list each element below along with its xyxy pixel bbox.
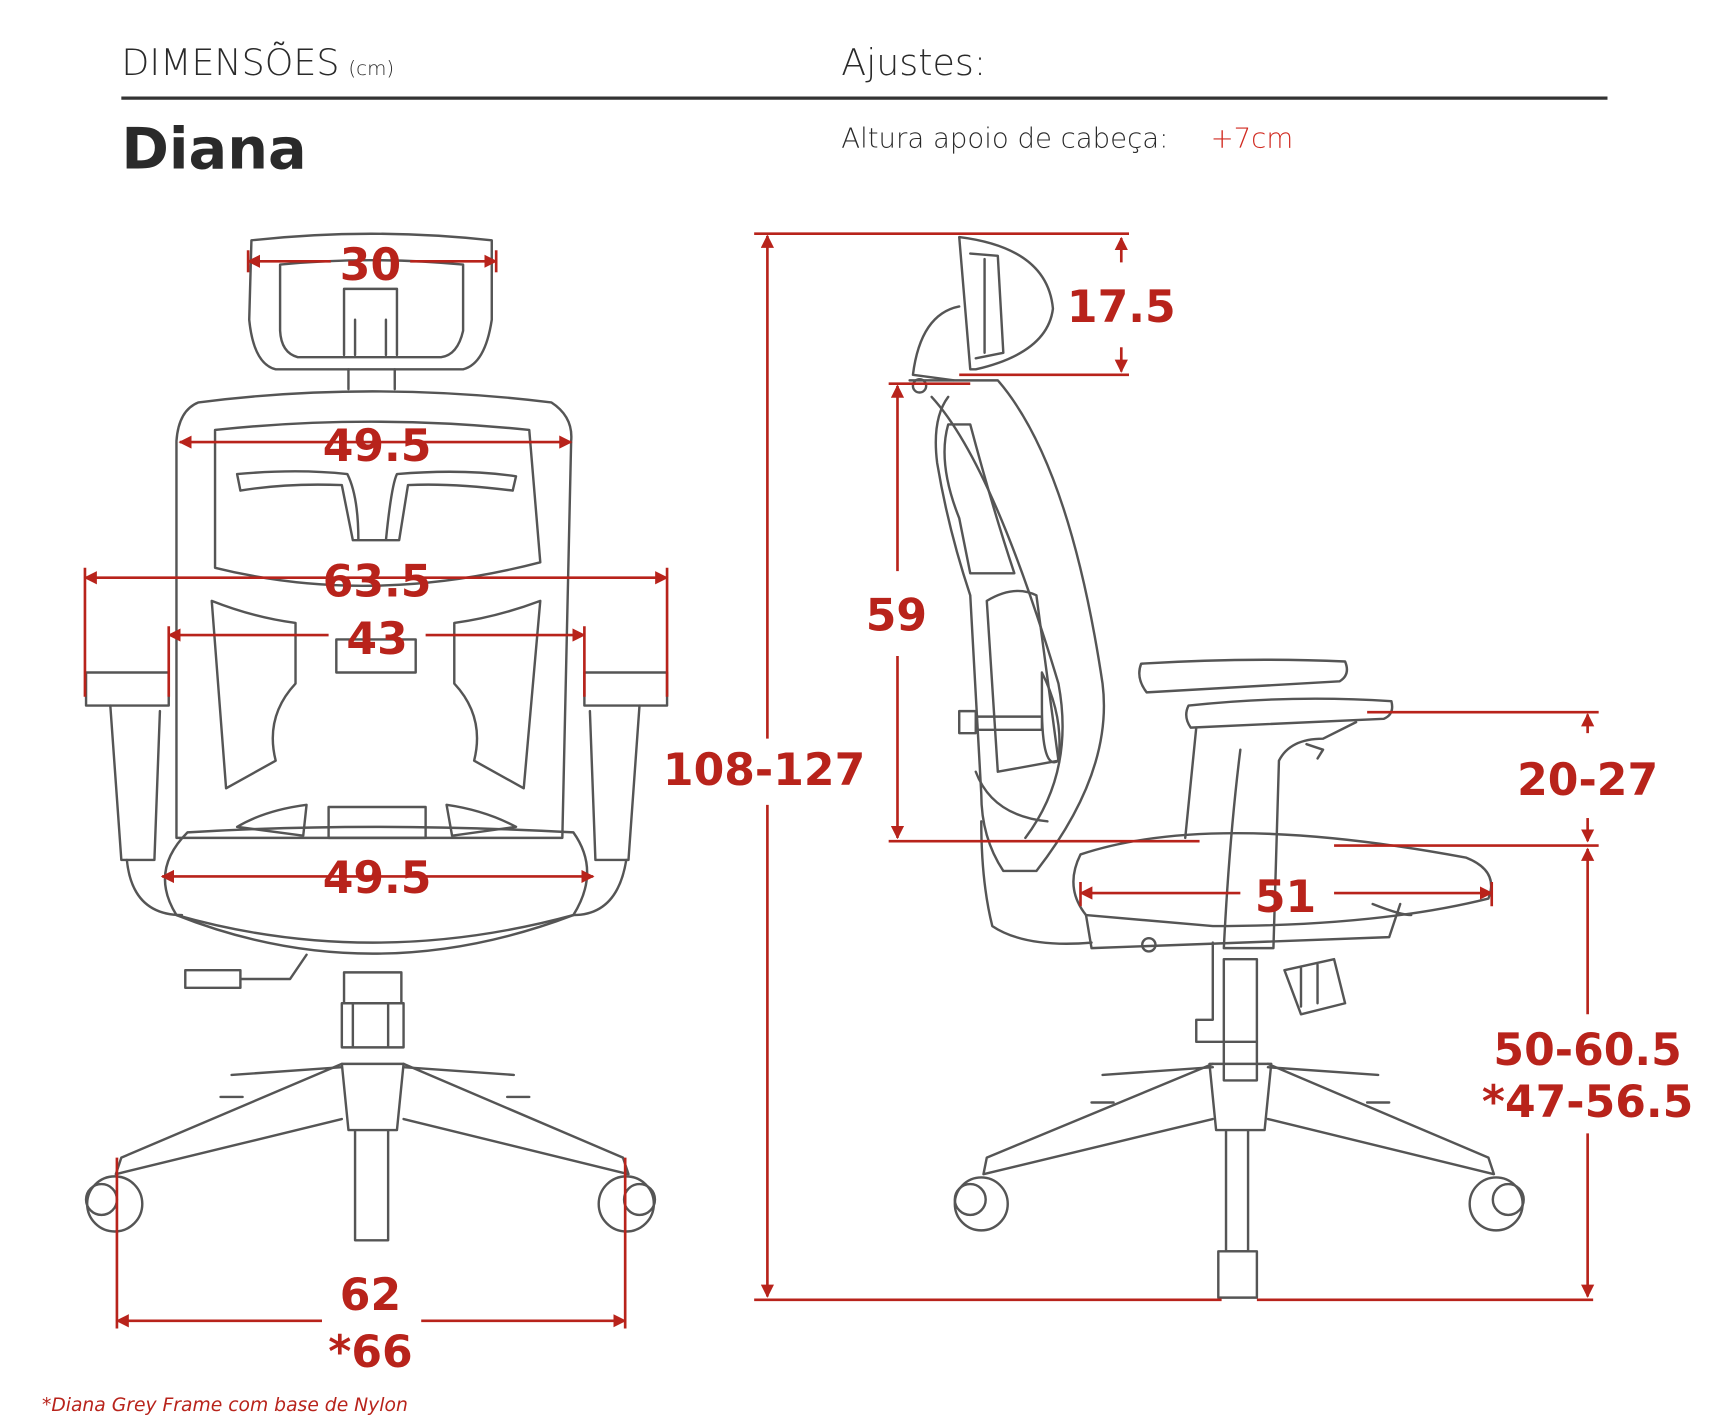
dimensions-label: DIMENSÕES xyxy=(121,41,339,84)
dim-backrest-height: 59 xyxy=(866,591,927,642)
adjustments-label: Ajustes: xyxy=(841,41,986,84)
front-dimensions: 30 49.5 63.5 43 49.5 62 *66 xyxy=(83,240,669,1378)
dim-seat-width: 49.5 xyxy=(323,853,432,904)
dim-seat-depth: 51 xyxy=(1255,872,1316,923)
dim-base-width: 62 xyxy=(340,1270,401,1321)
dim-backrest-width: 49.5 xyxy=(323,421,432,472)
dim-headrest-width: 30 xyxy=(340,240,401,291)
product-name: Diana xyxy=(121,116,306,183)
dim-armrest-inner-width: 43 xyxy=(346,614,407,665)
side-chair-drawing xyxy=(908,235,1525,1299)
dim-seat-height: 50-60.5 xyxy=(1493,1025,1681,1076)
footnote: *Diana Grey Frame com base de Nylon xyxy=(42,1395,408,1416)
dim-seat-height-alt: *47-56.5 xyxy=(1482,1077,1693,1128)
dim-base-width-alt: *66 xyxy=(328,1327,412,1378)
headrest-adjust-label: Altura apoio de cabeça: xyxy=(841,123,1168,155)
front-chair-drawing xyxy=(84,232,669,1242)
headrest-adjust-value: +7cm xyxy=(1211,123,1294,155)
dim-headrest-height: 17.5 xyxy=(1067,282,1176,333)
side-dimensions: 108-127 17.5 59 20-27 51 50-60.5 *47-56.… xyxy=(663,232,1693,1302)
dim-armrest-outer-width: 63.5 xyxy=(323,556,432,607)
dim-armrest-height: 20-27 xyxy=(1517,755,1658,806)
dim-total-height: 108-127 xyxy=(663,745,865,796)
unit-label: (cm) xyxy=(348,57,394,80)
